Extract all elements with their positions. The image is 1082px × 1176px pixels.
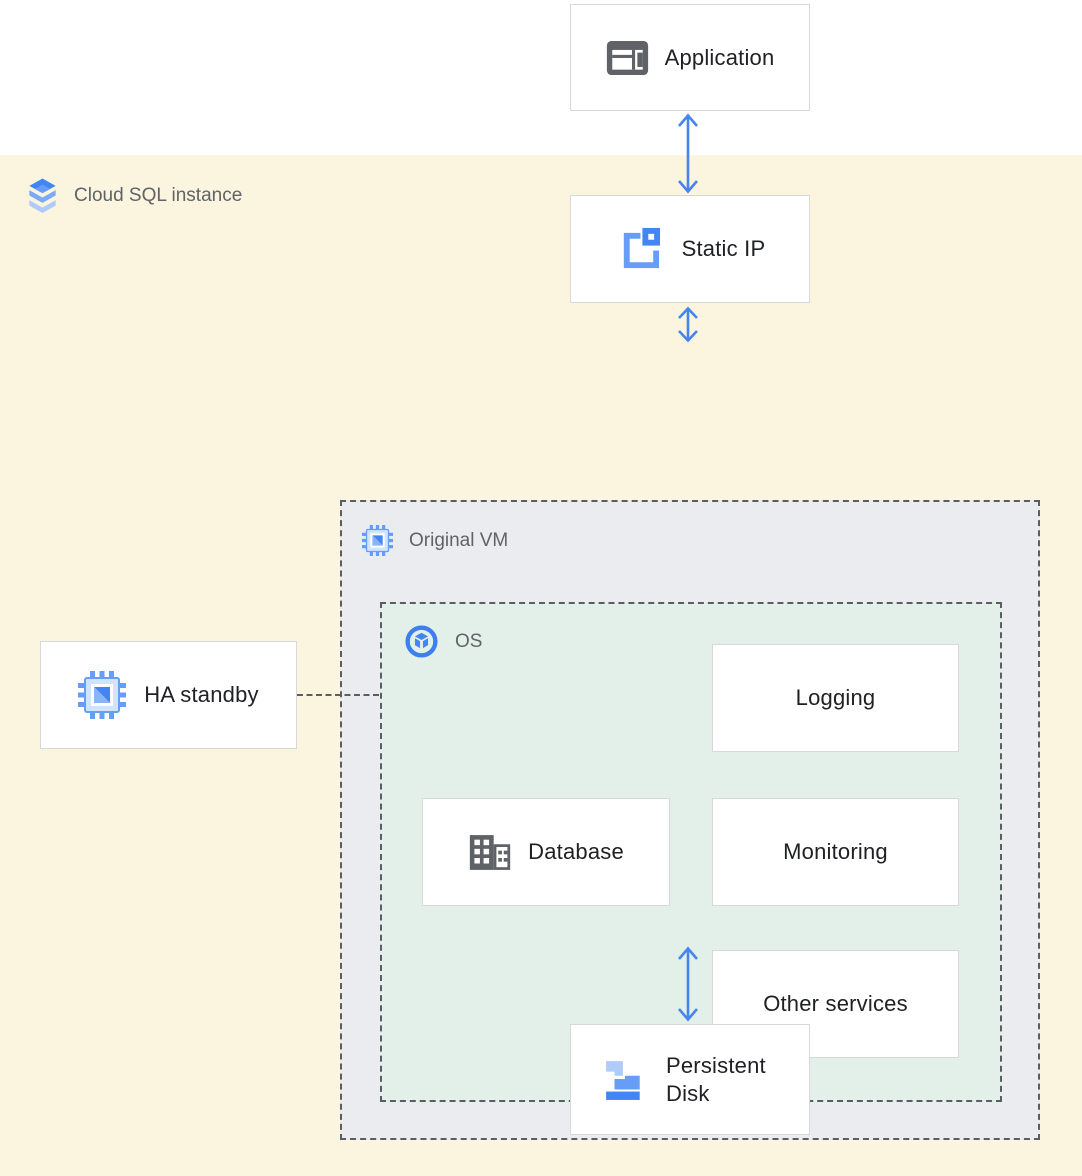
static-ip-label: Static IP <box>681 236 766 261</box>
cloud-sql-region-header: Cloud SQL instance <box>27 175 242 216</box>
arrow-application-static-ip <box>676 113 700 194</box>
os-icon <box>404 624 439 659</box>
database-building-icon <box>468 834 512 871</box>
cloud-sql-region: Cloud SQL instance <box>0 155 1082 1176</box>
database-node: Database <box>422 798 670 906</box>
compute-engine-icon <box>78 671 127 719</box>
other-services-label: Other services <box>763 991 908 1016</box>
compute-engine-icon <box>362 525 393 556</box>
application-window-icon <box>606 40 649 76</box>
persistent-disk-node: Persistent Disk <box>570 1024 810 1135</box>
ha-standby-label: HA standby <box>144 682 259 707</box>
database-label: Database <box>528 839 624 864</box>
os-header: OS <box>404 624 482 659</box>
ha-standby-node: HA standby <box>40 641 297 749</box>
logging-label: Logging <box>795 685 876 710</box>
application-label: Application <box>664 44 775 70</box>
arrow-os-persistent-disk <box>676 946 700 1022</box>
original-vm-header: Original VM <box>362 525 508 556</box>
connector-ha-standby-os <box>297 694 379 696</box>
static-ip-node: Static IP <box>570 195 810 303</box>
original-vm-region: Original VM OS <box>340 500 1040 1140</box>
monitoring-label: Monitoring <box>783 839 888 864</box>
logging-node: Logging <box>712 644 959 752</box>
os-region: OS Logging <box>380 602 1002 1102</box>
application-node: Application <box>570 4 810 111</box>
cloud-sql-region-label: Cloud SQL instance <box>74 184 243 206</box>
os-label: OS <box>455 630 483 652</box>
arrow-static-ip-vm <box>676 306 700 343</box>
persistent-disk-label: Persistent Disk <box>666 1052 766 1106</box>
persistent-disk-icon <box>604 1059 646 1101</box>
monitoring-node: Monitoring <box>712 798 959 906</box>
cloud-sql-icon <box>27 175 58 216</box>
static-ip-icon <box>615 226 662 273</box>
original-vm-label: Original VM <box>409 529 509 551</box>
